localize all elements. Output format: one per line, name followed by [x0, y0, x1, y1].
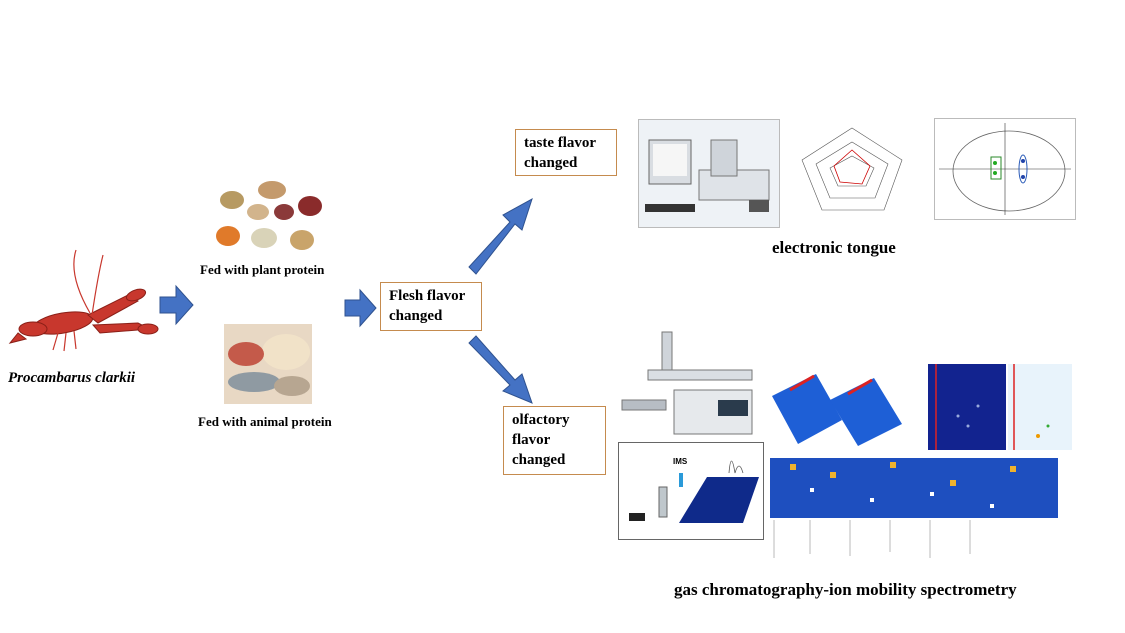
olfactory-flavor-box: olfactory flavor changed — [503, 406, 606, 475]
gcims-fingerprint-image — [770, 458, 1072, 562]
gcims-ims-label: IMS — [673, 457, 688, 466]
flesh-flavor-box: Flesh flavor changed — [380, 282, 482, 331]
etongue-pca-plot — [934, 118, 1076, 220]
arrow-to-diets — [159, 284, 194, 326]
arrow-to-flesh — [344, 288, 377, 328]
gcims-3d-spectra — [770, 356, 912, 448]
gcims-schematic-image: IMS — [618, 442, 764, 540]
animal-protein-image — [224, 324, 312, 404]
species-label: Procambarus clarkii — [8, 370, 136, 386]
arrow-to-olfactory — [468, 335, 533, 404]
crayfish-image — [8, 249, 159, 352]
gcims-heatmap-plot — [928, 356, 1074, 452]
plant-protein-image — [216, 181, 322, 250]
gcims-caption: gas chromatography-ion mobility spectrom… — [674, 580, 1017, 599]
arrow-to-taste — [468, 197, 533, 275]
etongue-radar-chart — [790, 118, 920, 226]
taste-flavor-box: taste flavor changed — [515, 129, 617, 176]
gcims-instrument-image — [618, 326, 766, 438]
animal-protein-label: Fed with animal protein — [198, 414, 332, 429]
etongue-instrument-image — [638, 119, 780, 228]
etongue-caption: electronic tongue — [772, 238, 896, 257]
plant-protein-label: Fed with plant protein — [200, 262, 325, 277]
